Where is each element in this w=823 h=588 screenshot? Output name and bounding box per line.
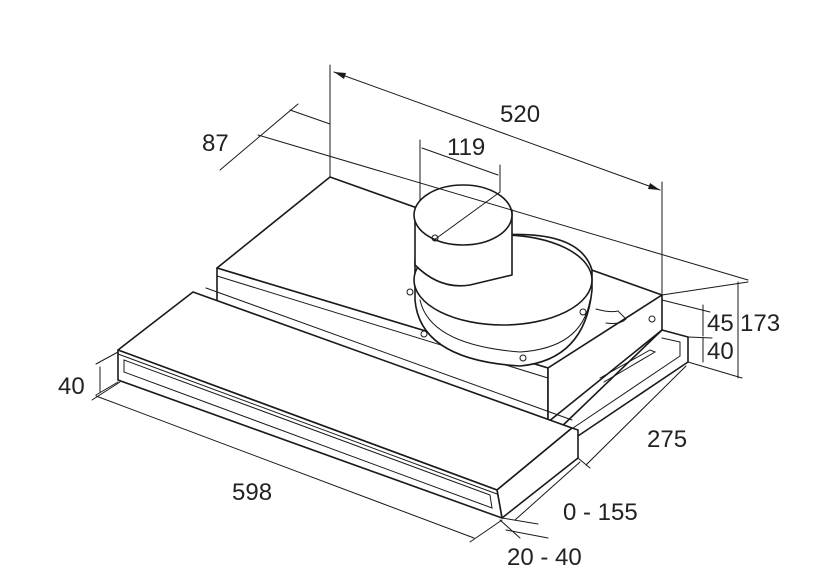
front-panel-lip (117, 353, 498, 495)
screw-icon (420, 330, 428, 338)
label-40-left: 40 (58, 373, 85, 400)
screw-icon (519, 354, 527, 362)
dim-173-top-ext (661, 281, 749, 296)
screw-icon (406, 288, 414, 296)
dim-119-line (421, 147, 499, 176)
label-45: 45 (707, 310, 734, 337)
dim-2040-line (499, 519, 521, 539)
duct-diameter-line (433, 191, 501, 241)
dim-598-line (95, 395, 475, 539)
dimension-labels: 520 87 119 45 173 40 40 598 275 0 - 155 … (58, 101, 780, 571)
side-rail (557, 308, 689, 441)
dim-275-ext (577, 457, 591, 469)
label-119: 119 (447, 134, 485, 161)
dim-45-ext (661, 299, 711, 313)
dim-40l-ext-bot (95, 381, 119, 396)
label-173: 173 (740, 310, 780, 337)
dimension-lines (91, 64, 749, 543)
rail-bracket (595, 308, 627, 324)
screw-icon (431, 234, 439, 242)
visor-drawer (117, 287, 579, 519)
dim-598-ext-right (469, 519, 503, 543)
label-40-right: 40 (707, 338, 734, 365)
dim-87-line (219, 103, 299, 171)
label-20-40: 20 - 40 (507, 544, 582, 571)
tray-side-face (496, 427, 579, 519)
fan-housing (406, 184, 593, 367)
dim-173-bot-ext (687, 361, 743, 379)
front-panel-handle-recess (123, 359, 493, 509)
dim-0155-ext (501, 517, 539, 525)
rail-inner-line (569, 337, 681, 431)
rail-slot (599, 349, 657, 383)
label-0-155: 0 - 155 (563, 499, 638, 526)
drum-lower-rim (419, 299, 591, 353)
label-598: 598 (232, 479, 272, 506)
dim-87-ext (257, 134, 749, 281)
dim-520-arrow-left (334, 72, 346, 79)
dim-87-ext2 (289, 109, 331, 125)
dim-40l-ext-top (95, 351, 119, 365)
dim-275-line (585, 365, 687, 466)
dim-2040-ext (505, 529, 549, 539)
label-275: 275 (647, 426, 687, 453)
screw-icon (579, 308, 587, 316)
duct-collar-top (413, 184, 513, 246)
label-87: 87 (202, 130, 229, 157)
tray-back-edge (205, 287, 573, 421)
rail-screw (648, 315, 656, 323)
rail-face (557, 329, 689, 441)
dim-598-ext-left (91, 381, 121, 401)
dim-520-line (333, 71, 661, 191)
dim-40r-ext (687, 336, 713, 339)
dim-520-arrow-right (648, 183, 660, 190)
dim-0155-line (514, 461, 581, 521)
label-520: 520 (500, 101, 540, 128)
